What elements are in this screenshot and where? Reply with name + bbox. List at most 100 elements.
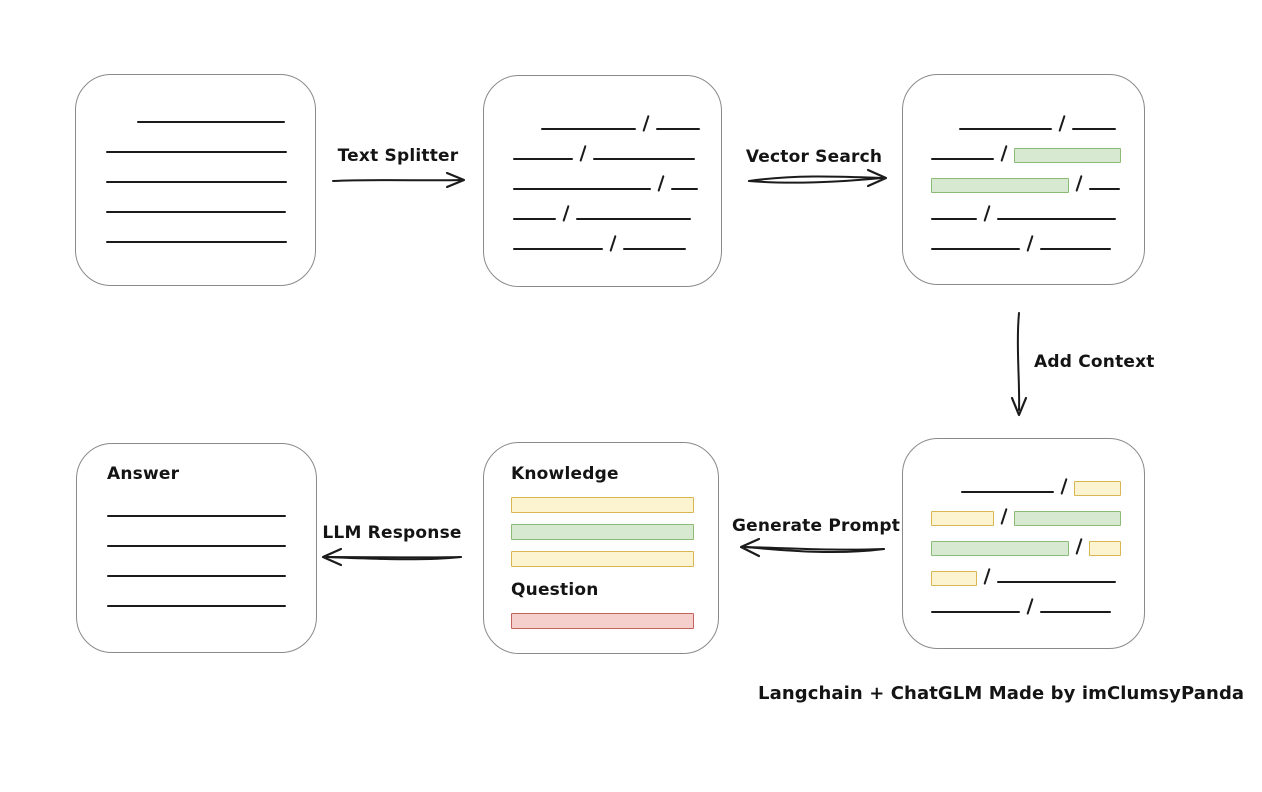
text-row bbox=[931, 536, 1144, 556]
question-label: Question bbox=[511, 580, 599, 600]
text-line bbox=[137, 121, 285, 123]
yellow-bar bbox=[511, 497, 694, 513]
text-line bbox=[513, 188, 651, 190]
knowledge-bars bbox=[511, 497, 718, 567]
prompt-box: Knowledge Question bbox=[483, 442, 719, 654]
slash-separator bbox=[609, 235, 617, 252]
slash-separator bbox=[1058, 115, 1066, 132]
text-line bbox=[1040, 248, 1112, 250]
text-row bbox=[513, 143, 721, 162]
text-line bbox=[1040, 611, 1112, 613]
text-row bbox=[107, 500, 316, 518]
green-highlight-bar bbox=[1014, 511, 1122, 526]
text-line bbox=[106, 241, 287, 243]
text-line bbox=[1089, 188, 1121, 190]
context-added-box bbox=[902, 438, 1145, 649]
yellow-bar bbox=[511, 551, 694, 567]
add-context-label: Add Context bbox=[1034, 352, 1155, 372]
slash-separator bbox=[1026, 598, 1034, 615]
knowledge-label: Knowledge bbox=[511, 464, 619, 484]
slash-separator bbox=[983, 205, 991, 222]
text-row bbox=[931, 566, 1144, 586]
text-line bbox=[513, 158, 573, 160]
text-line bbox=[541, 128, 636, 130]
llm-response-label: LLM Response bbox=[322, 523, 462, 543]
text-row bbox=[931, 203, 1144, 222]
text-row bbox=[107, 590, 316, 608]
text-row bbox=[107, 530, 316, 548]
text-line bbox=[961, 491, 1054, 493]
slash-separator bbox=[1000, 145, 1008, 162]
text-line bbox=[656, 128, 701, 130]
slash-separator bbox=[1075, 175, 1083, 192]
red-bar bbox=[511, 613, 694, 629]
text-row bbox=[106, 196, 315, 214]
yellow-highlight-bar bbox=[1089, 541, 1122, 556]
text-row bbox=[106, 166, 315, 184]
source-document-box bbox=[75, 74, 316, 286]
text-line bbox=[106, 211, 286, 213]
text-row bbox=[931, 233, 1144, 252]
slash-separator bbox=[562, 205, 570, 222]
text-line bbox=[1072, 128, 1117, 130]
text-splitter-arrow bbox=[332, 171, 466, 189]
text-line bbox=[931, 248, 1020, 250]
text-line bbox=[931, 611, 1020, 613]
llm-response-arrow bbox=[321, 547, 462, 567]
text-line bbox=[576, 218, 692, 220]
text-line bbox=[107, 605, 286, 607]
slash-separator bbox=[983, 568, 991, 585]
vector-search-label: Vector Search bbox=[745, 147, 883, 167]
text-row bbox=[513, 233, 721, 252]
text-row bbox=[106, 136, 315, 154]
yellow-highlight-bar bbox=[1074, 481, 1122, 496]
green-highlight-bar bbox=[931, 178, 1069, 193]
text-line bbox=[931, 218, 977, 220]
green-bar bbox=[511, 524, 694, 540]
text-row bbox=[931, 143, 1144, 163]
attribution-caption: Langchain + ChatGLM Made by imClumsyPand… bbox=[758, 683, 1245, 704]
text-line bbox=[107, 575, 286, 577]
green-highlight-bar bbox=[931, 541, 1069, 556]
generate-prompt-label: Generate Prompt bbox=[732, 516, 901, 536]
answer-box: Answer bbox=[76, 443, 317, 653]
chunk-lines bbox=[513, 113, 721, 252]
document-lines bbox=[106, 106, 315, 244]
text-line bbox=[623, 248, 687, 250]
vector-search-result-box bbox=[902, 74, 1145, 285]
slash-separator bbox=[1026, 235, 1034, 252]
text-line bbox=[671, 188, 699, 190]
green-highlight-bar bbox=[1014, 148, 1122, 163]
text-line bbox=[997, 581, 1117, 583]
add-context-arrow bbox=[1010, 312, 1028, 417]
text-row bbox=[106, 106, 315, 124]
slash-separator bbox=[1000, 508, 1008, 525]
retrieved-lines bbox=[931, 113, 1144, 252]
text-row bbox=[513, 173, 721, 192]
text-line bbox=[107, 515, 286, 517]
vector-search-arrow bbox=[748, 168, 888, 188]
text-line bbox=[931, 158, 994, 160]
slash-separator bbox=[1060, 478, 1068, 495]
text-row bbox=[931, 506, 1144, 526]
text-line bbox=[513, 248, 603, 250]
answer-label: Answer bbox=[107, 464, 180, 484]
text-line bbox=[106, 181, 287, 183]
yellow-highlight-bar bbox=[931, 571, 977, 586]
text-line bbox=[959, 128, 1052, 130]
text-row bbox=[931, 173, 1144, 193]
text-row bbox=[931, 476, 1144, 496]
text-line bbox=[107, 545, 286, 547]
text-row bbox=[513, 203, 721, 222]
slash-separator bbox=[1075, 538, 1083, 555]
answer-lines bbox=[107, 500, 316, 608]
text-row bbox=[513, 113, 721, 132]
slash-separator bbox=[579, 145, 587, 162]
question-bars bbox=[511, 613, 718, 629]
text-line bbox=[593, 158, 696, 160]
slash-separator bbox=[642, 115, 650, 132]
text-row bbox=[107, 560, 316, 578]
text-row bbox=[931, 113, 1144, 132]
text-row bbox=[931, 596, 1144, 615]
text-line bbox=[997, 218, 1117, 220]
